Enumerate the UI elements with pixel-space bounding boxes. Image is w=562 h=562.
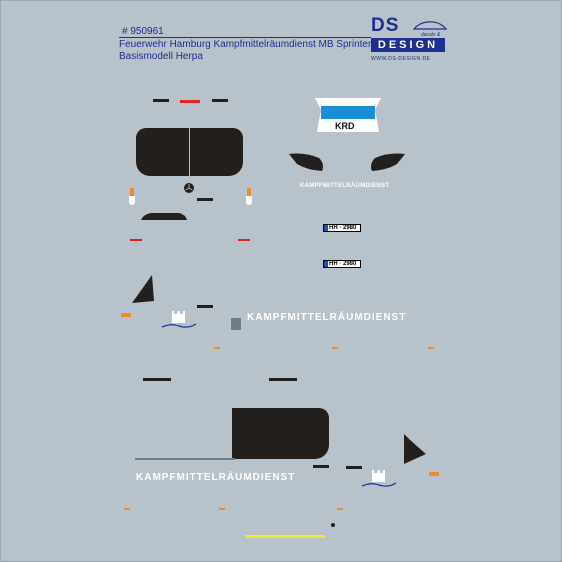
black-dash	[197, 198, 213, 201]
black-dash	[269, 378, 297, 381]
hamburg-crest-icon	[361, 470, 397, 487]
header-rule	[119, 37, 371, 38]
sheet-title: Feuerwehr Hamburg Kampfmittelräumdienst …	[119, 39, 386, 50]
sheet-subtitle: Basismodell Herpa	[119, 51, 203, 62]
mercedes-star-icon	[184, 183, 194, 193]
black-handle-decal	[141, 213, 187, 220]
logo-ds: DS	[371, 15, 400, 36]
kampfmittel-text-right: KAMPFMITTELRÄUMDIENST	[247, 312, 407, 323]
kampfmittel-small-text: KAMPFMITTELRÄUMDIENST	[300, 183, 390, 189]
orange-marker	[121, 313, 131, 317]
orange-marker	[130, 188, 134, 196]
red-reflector	[238, 239, 250, 241]
black-dash	[313, 465, 329, 468]
white-lamp	[246, 196, 252, 205]
license-plate: HH · 2980	[323, 224, 361, 232]
orange-marker	[219, 508, 225, 510]
ds-design-logo: DS decals & more DESIGN WWW.DS-DESIGN.DE	[369, 15, 449, 67]
eu-band	[324, 261, 328, 267]
black-dash	[346, 466, 362, 469]
orange-marker	[428, 347, 434, 349]
red-reflector	[130, 239, 142, 241]
grey-block-decal	[231, 318, 241, 330]
logo-design: DESIGN	[371, 38, 445, 52]
krd-roof-marking	[315, 98, 381, 132]
eu-band	[324, 225, 328, 231]
rear-window-split	[189, 128, 190, 176]
yellow-stripe	[245, 535, 325, 538]
black-dash	[143, 378, 171, 381]
license-plate: HH · 2980	[323, 260, 361, 268]
black-dash	[197, 305, 213, 308]
black-dash	[153, 99, 169, 102]
plate-text: HH · 2980	[329, 261, 357, 267]
orange-marker	[337, 508, 343, 510]
car-silhouette-icon	[413, 21, 447, 30]
plate-text: HH · 2980	[329, 225, 357, 231]
krd-label: KRD	[335, 121, 355, 131]
white-lamp	[129, 196, 135, 205]
mirror-decal	[132, 275, 154, 303]
article-number: # 950961	[122, 26, 164, 37]
headlight-cover-right	[371, 153, 405, 171]
headlight-cover-left	[289, 153, 323, 171]
mirror-decal	[404, 434, 426, 464]
orange-marker	[332, 347, 338, 349]
kampfmittel-text-left: KAMPFMITTELRÄUMDIENST	[136, 472, 296, 483]
black-dash	[212, 99, 228, 102]
orange-marker	[247, 188, 251, 196]
red-dash	[180, 100, 200, 103]
logo-url: WWW.DS-DESIGN.DE	[371, 56, 431, 62]
side-window-decal	[232, 408, 329, 459]
orange-marker	[124, 508, 130, 510]
orange-marker	[429, 472, 439, 476]
orange-marker	[214, 347, 220, 349]
black-dot	[331, 523, 335, 527]
hamburg-crest-icon	[161, 311, 197, 328]
grey-stripe	[135, 458, 235, 460]
